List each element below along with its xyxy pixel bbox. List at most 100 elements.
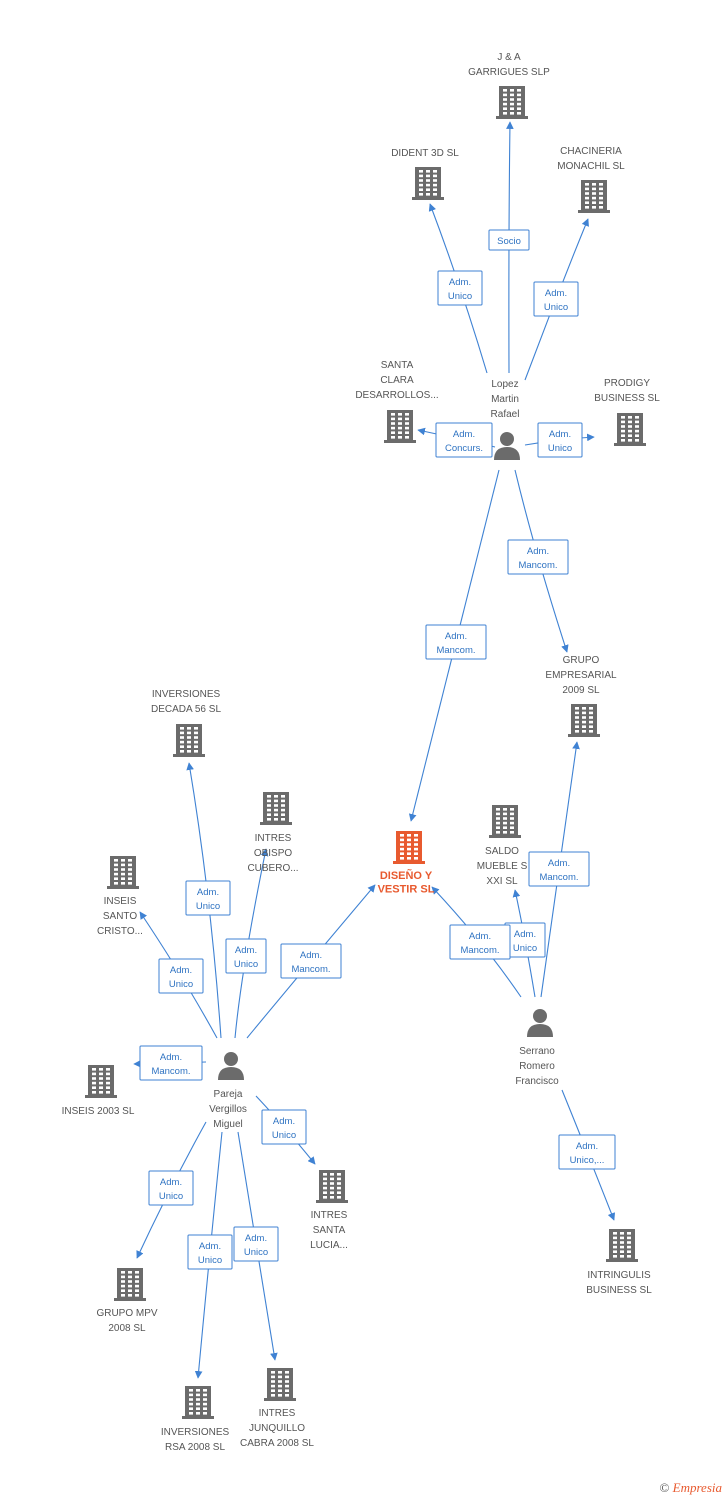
edge-label-text: Unico	[548, 443, 572, 454]
node-label: 2008 SL	[108, 1323, 146, 1334]
brand-logo[interactable]: Empresia	[672, 1480, 722, 1495]
node-dident[interactable]: DIDENT 3D SL	[391, 148, 459, 200]
edge-label-box	[139, 1045, 203, 1081]
edge-label-box	[280, 943, 342, 979]
edge-label-box	[225, 938, 267, 974]
node-label: SANTA	[313, 1225, 346, 1236]
edge-label-box	[435, 422, 493, 458]
building-icon[interactable]	[412, 167, 444, 200]
edge-label-serrano-to-saldo[interactable]: Adm.Unico	[504, 922, 546, 958]
edge-label-lopez-to-santaclara[interactable]: Adm.Concurs.	[435, 422, 493, 458]
edge-label-text: Mancom.	[518, 560, 557, 571]
edge-label-lopez-to-grupoemp[interactable]: Adm.Mancom.	[507, 539, 569, 575]
node-label: SALDO	[485, 846, 519, 857]
copyright-symbol: ©	[659, 1480, 670, 1495]
edge-label-pareja-to-invdecada[interactable]: Adm.Unico	[185, 880, 231, 916]
node-label: INVERSIONES	[161, 1427, 230, 1438]
edge-label-pareja-to-intresjunq[interactable]: Adm.Unico	[233, 1226, 279, 1262]
edge-label-box	[158, 958, 204, 994]
edge-label-lopez-to-prodigy[interactable]: Adm. Unico	[537, 422, 583, 458]
building-icon[interactable]	[568, 704, 600, 737]
building-icon[interactable]	[393, 831, 425, 864]
edge-label-text: Mancom.	[151, 1066, 190, 1077]
building-icon[interactable]	[384, 410, 416, 443]
edge-label-serrano-to-diseno[interactable]: Adm.Mancom.	[449, 924, 511, 960]
building-icon[interactable]	[578, 180, 610, 213]
building-icon[interactable]	[316, 1170, 348, 1203]
node-inseissanto[interactable]: INSEISSANTOCRISTO...	[97, 856, 143, 937]
edge-label-lopez-to-dident[interactable]: Adm.Unico	[437, 270, 483, 306]
node-label: INVERSIONES	[152, 689, 221, 700]
building-icon[interactable]	[264, 1368, 296, 1401]
node-label: MONACHIL SL	[557, 161, 625, 172]
node-santaclara[interactable]: SANTACLARADESARROLLOS...	[355, 360, 439, 443]
edge-label-text: Unico	[544, 302, 568, 313]
edge-label-text: Adm.	[549, 429, 571, 440]
node-label: Lopez	[491, 379, 518, 390]
building-icon[interactable]	[182, 1386, 214, 1419]
building-icon[interactable]	[606, 1229, 638, 1262]
person-icon[interactable]	[218, 1052, 244, 1080]
node-intresobispo[interactable]: INTRESOBISPOCUBERO...	[247, 792, 299, 874]
edge-label-lopez-to-jya[interactable]: Socio	[488, 229, 530, 251]
node-inseis2003[interactable]: INSEIS 2003 SL	[62, 1065, 135, 1117]
building-icon[interactable]	[107, 856, 139, 889]
edge-label-pareja-to-grupompv[interactable]: Adm.Unico	[148, 1170, 194, 1206]
building-icon[interactable]	[173, 724, 205, 757]
person-icon[interactable]	[527, 1009, 553, 1037]
node-label: CHACINERIA	[560, 146, 622, 157]
edge-label-pareja-to-intresobispo[interactable]: Adm.Unico	[225, 938, 267, 974]
edge-label-text: Adm.	[273, 1116, 295, 1127]
edge-label-pareja-to-inseis2003[interactable]: Adm.Mancom.	[139, 1045, 203, 1081]
edge-label-box	[233, 1226, 279, 1262]
edge-label-text: Unico	[169, 979, 193, 990]
edge-label-pareja-to-diseno[interactable]: Adm.Mancom.	[280, 943, 342, 979]
edge-label-box	[449, 924, 511, 960]
edge-label-pareja-to-invrsa[interactable]: Adm.Unico	[187, 1234, 233, 1270]
edge-label-text: Unico	[159, 1191, 183, 1202]
building-icon[interactable]	[85, 1065, 117, 1098]
person-icon[interactable]	[494, 432, 520, 460]
node-label: 2009 SL	[562, 685, 600, 696]
edge-label-box	[148, 1170, 194, 1206]
edge-label-lopez-to-diseno[interactable]: Adm.Mancom.	[425, 624, 487, 660]
edge-label-pareja-to-inseissanto[interactable]: Adm.Unico	[158, 958, 204, 994]
edge-label-text: Socio	[497, 236, 521, 247]
building-icon[interactable]	[496, 86, 528, 119]
building-icon[interactable]	[114, 1268, 146, 1301]
edge-label-box	[537, 422, 583, 458]
node-chacineria[interactable]: CHACINERIA MONACHIL SL	[557, 146, 625, 213]
building-icon[interactable]	[260, 792, 292, 825]
node-label: SANTO	[103, 911, 137, 922]
node-intressanta[interactable]: INTRESSANTALUCIA...	[310, 1170, 348, 1251]
edge-label-serrano-to-intringulis[interactable]: Adm.Unico,...	[558, 1134, 616, 1170]
node-label: INTRES	[311, 1210, 348, 1221]
edge-label-pareja-to-intressanta[interactable]: Adm.Unico	[261, 1109, 307, 1145]
node-label: J & A	[497, 52, 521, 63]
node-label: Romero	[519, 1061, 555, 1072]
edge-label-box	[528, 851, 590, 887]
edge-label-text: Unico	[513, 943, 537, 954]
edge-label-serrano-to-grupoemp[interactable]: Adm.Mancom.	[528, 851, 590, 887]
edge-label-text: Unico,...	[570, 1155, 605, 1166]
edge-label-text: Adm.	[235, 945, 257, 956]
building-icon[interactable]	[489, 805, 521, 838]
building-icon[interactable]	[614, 413, 646, 446]
edge-label-lopez-to-chacineria[interactable]: Adm.Unico	[533, 281, 579, 317]
node-label: GRUPO	[563, 655, 600, 666]
